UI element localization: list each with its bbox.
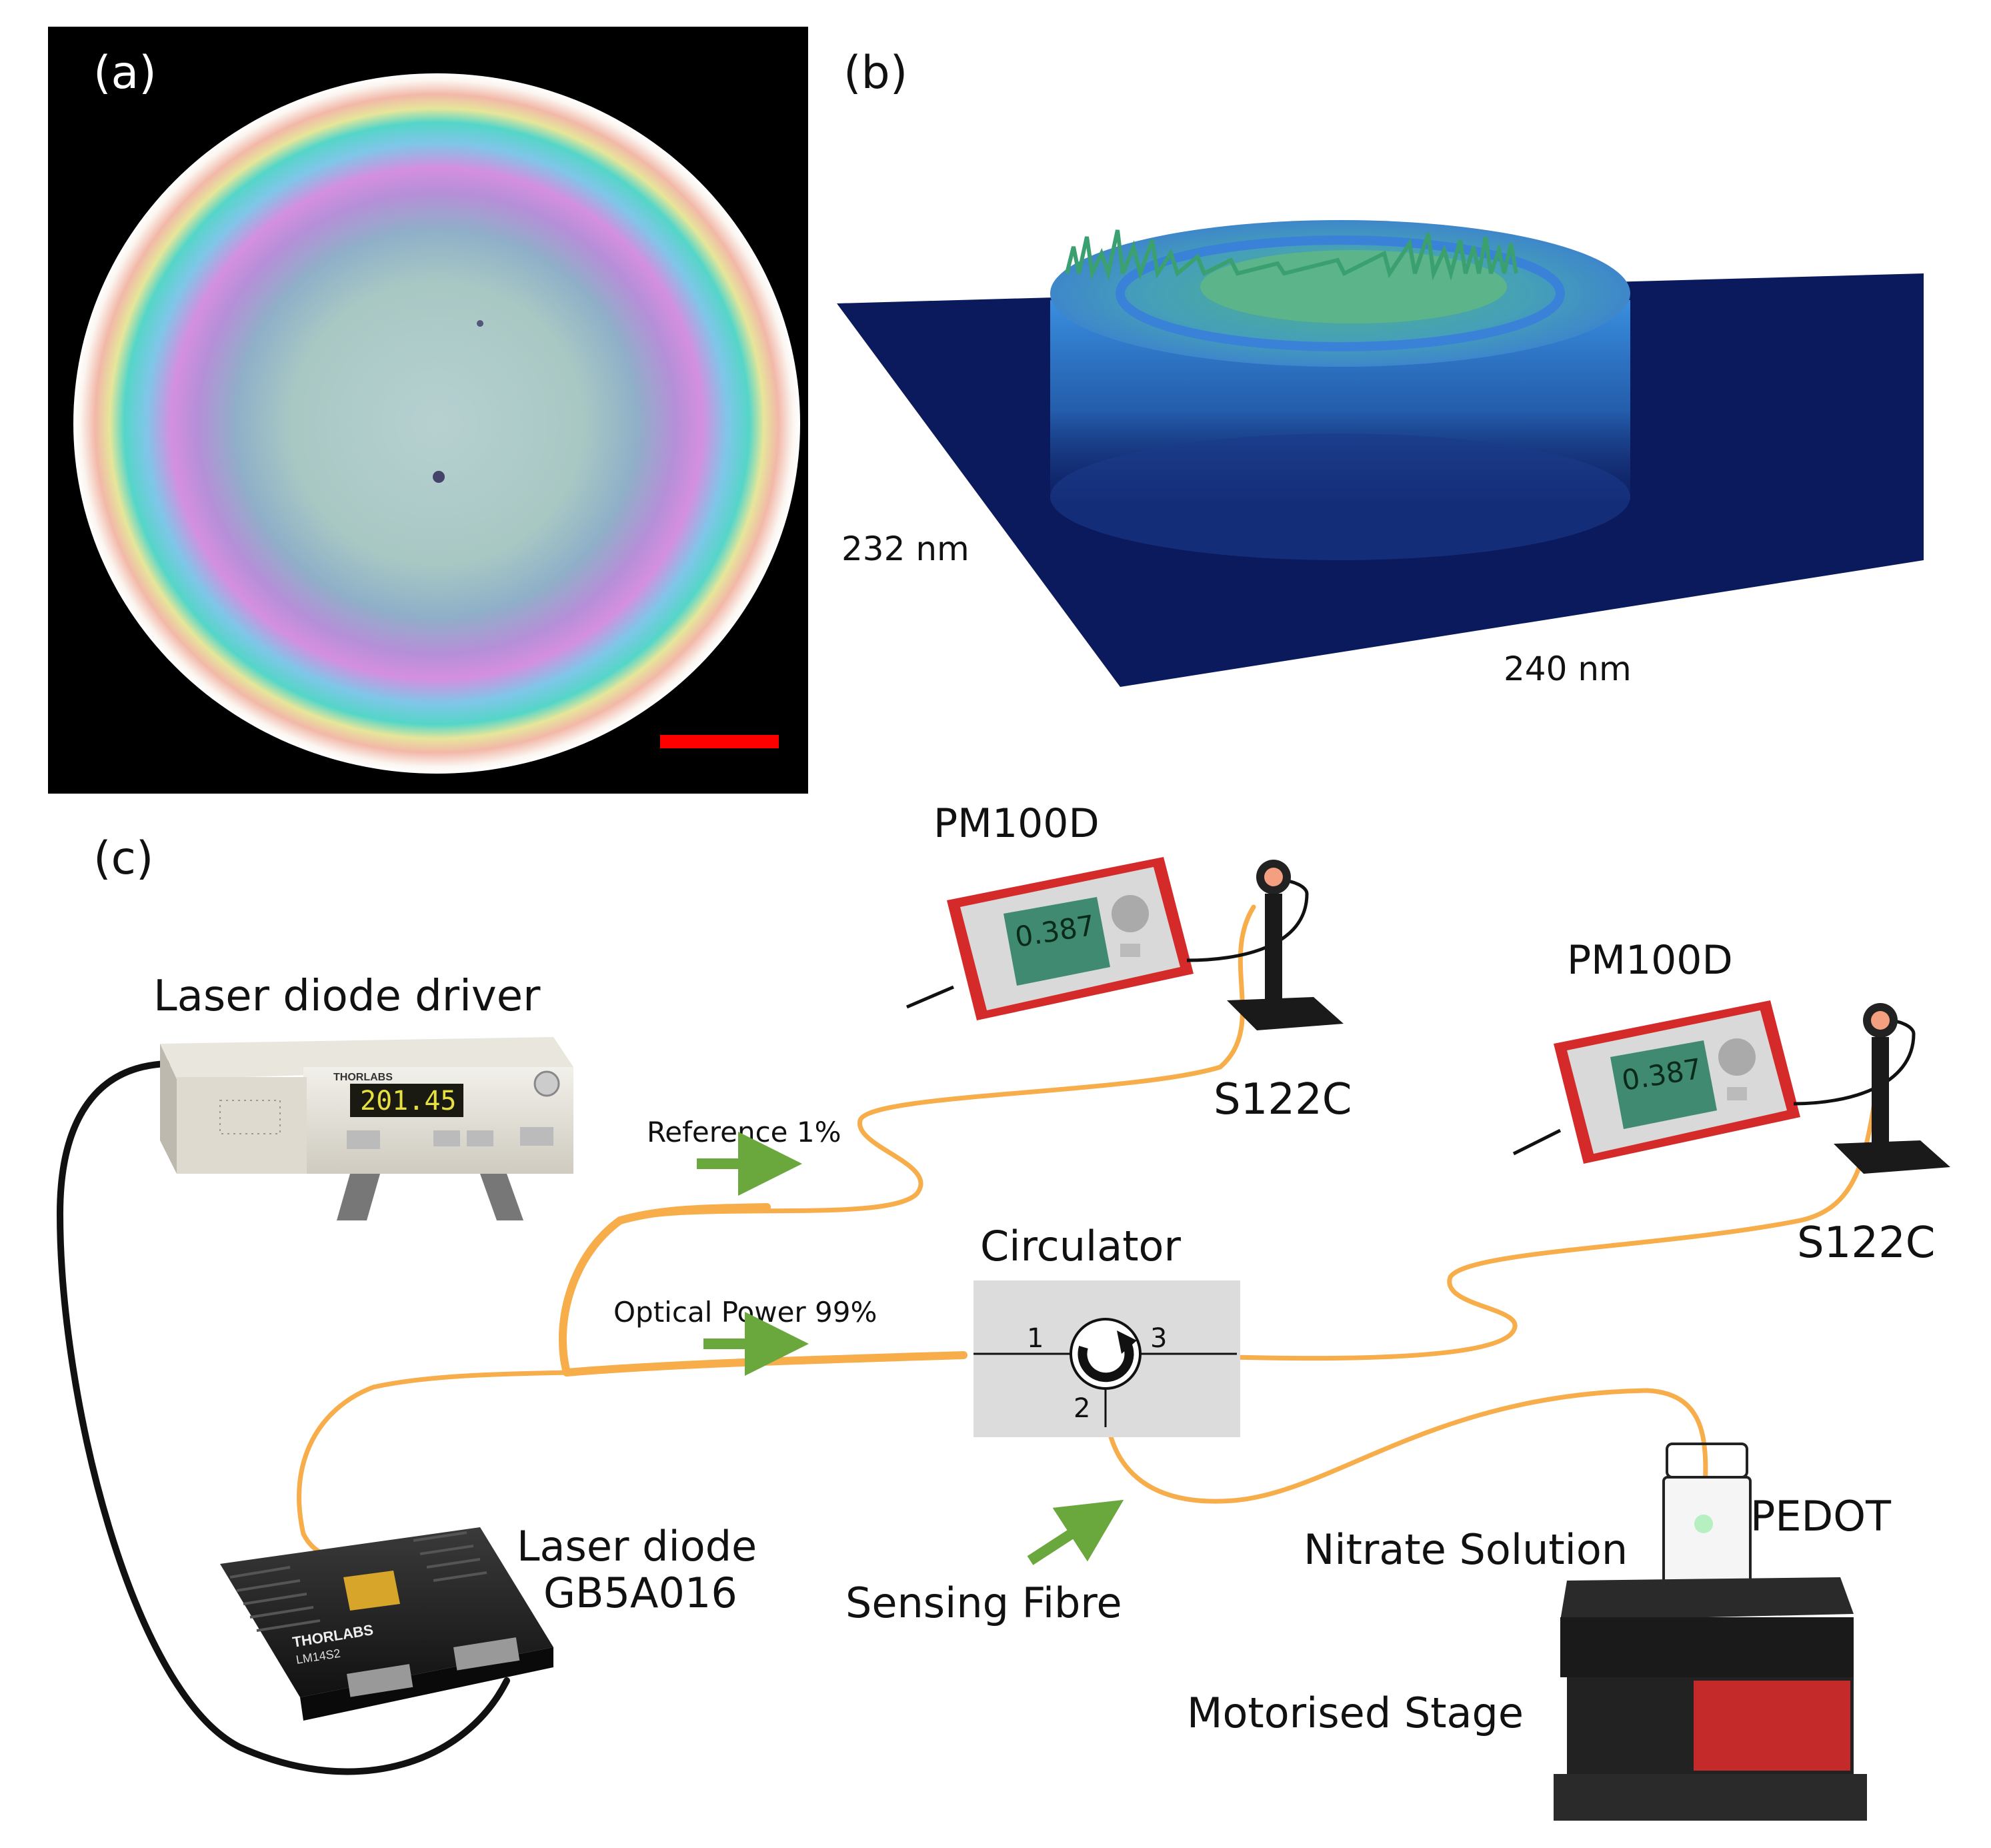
dimension-x-label: 240 nm xyxy=(1504,650,1632,688)
film-center xyxy=(1200,250,1507,323)
pm1-sensor-cable xyxy=(1186,878,1309,962)
film-inner-ring xyxy=(1116,235,1565,351)
panel-a-label: (a) xyxy=(93,47,157,99)
stage-base xyxy=(1554,1774,1867,1821)
driver-button xyxy=(467,1130,493,1146)
pm1-dial xyxy=(1112,895,1149,932)
driver-display-value: 201.45 xyxy=(360,1086,457,1116)
driver-foot-left xyxy=(337,1174,380,1220)
power-meter-1: PM100D 0.387 S122C xyxy=(906,800,1352,1124)
driver-front xyxy=(303,1067,573,1174)
pm1-cable xyxy=(906,985,954,1009)
pm1-sensor-post xyxy=(1265,894,1282,1000)
mount-connector xyxy=(346,1664,413,1697)
circulator-port3: 3 xyxy=(1150,1323,1167,1354)
sensing-fibre-arrow xyxy=(1027,1499,1124,1565)
pm2-cable xyxy=(1512,1128,1562,1156)
circulator: Circulator 1 2 3 xyxy=(973,1222,1240,1437)
driver-foot-right xyxy=(480,1174,523,1220)
driver-left-body xyxy=(177,1077,307,1174)
defect-dot xyxy=(477,320,483,327)
reference-label: Reference 1% xyxy=(647,1116,841,1148)
scale-bar xyxy=(660,735,779,748)
panel-b-label: (b) xyxy=(843,47,907,99)
laser-driver-title: Laser diode driver xyxy=(153,972,541,1021)
driver-display xyxy=(350,1084,463,1117)
pm1-sensor-aperture xyxy=(1264,868,1283,886)
circulator-arrow-icon xyxy=(1078,1341,1134,1382)
pedot-sensor-dot xyxy=(1694,1515,1713,1533)
pm2-dial xyxy=(1718,1038,1756,1076)
fibre-reference-thick xyxy=(559,1203,771,1376)
power-meter-2: PM100D 0.387 S122C xyxy=(1512,937,1950,1268)
optical-power-label: Optical Power 99% xyxy=(613,1296,877,1328)
pm1-sensor-base xyxy=(1227,997,1344,1030)
pm2-sensor-cable xyxy=(1793,1018,1916,1106)
laser-diode-package xyxy=(343,1571,400,1611)
pm2-sensor-label: S122C xyxy=(1797,1218,1935,1268)
fibre-main-thick xyxy=(563,1351,967,1376)
pm2-screen xyxy=(1610,1040,1717,1129)
mount-connector xyxy=(453,1637,520,1671)
laser-diode-title: Laser diode xyxy=(517,1522,757,1571)
circulator-port1: 1 xyxy=(1027,1323,1044,1354)
fibre-main xyxy=(297,1352,966,1537)
power-meter-1-title: PM100D xyxy=(933,800,1100,847)
pm2-sensor-aperture xyxy=(1871,1011,1890,1030)
panel-a: (a) xyxy=(48,27,808,794)
panel-c: (c) Laser diode driver 201.45 THORLABS xyxy=(56,800,1950,1821)
panel-c-label: (c) xyxy=(93,832,153,885)
film-fringe-pattern xyxy=(73,73,800,774)
defect-dot xyxy=(433,471,445,483)
stage-top xyxy=(1560,1577,1854,1621)
pm2-sensor-base xyxy=(1834,1140,1950,1174)
panel-b: (b) 232 nm 240 nm xyxy=(837,47,1924,688)
circulator-arrowhead-icon xyxy=(1117,1330,1137,1354)
fibre-port3 xyxy=(1231,1061,1883,1361)
heatsink-fins xyxy=(229,1531,487,1632)
pm1-button xyxy=(1120,944,1140,957)
driver-knob xyxy=(533,1070,560,1097)
circulator-title: Circulator xyxy=(980,1222,1181,1270)
pm1-sensor-label: S122C xyxy=(1214,1075,1352,1124)
laser-diode-driver: Laser diode driver 201.45 THORLABS xyxy=(153,972,573,1220)
pm2-sensor-post xyxy=(1872,1037,1889,1144)
stage-red-panel xyxy=(1694,1681,1850,1771)
pedot-label: PEDOT xyxy=(1750,1492,1892,1541)
laser-diode-model: GB5A016 xyxy=(543,1569,737,1617)
fibre-sensing xyxy=(1103,1388,1708,1517)
driver-side xyxy=(160,1044,177,1174)
driver-button xyxy=(347,1130,380,1149)
driver-button xyxy=(433,1130,460,1146)
mount-side xyxy=(300,1647,553,1721)
driver-button xyxy=(520,1127,553,1146)
circulator-port2: 2 xyxy=(1074,1393,1090,1424)
stage-upper-block xyxy=(1560,1617,1854,1677)
power-meter-2-title: PM100D xyxy=(1567,937,1733,984)
driver-vent xyxy=(219,1100,281,1134)
sensing-fibre-label: Sensing Fibre xyxy=(845,1579,1122,1627)
edge-spikes xyxy=(1065,229,1518,281)
driver-brand: THORLABS xyxy=(333,1072,393,1083)
pm1-screen xyxy=(1004,897,1110,986)
dimension-y-label: 232 nm xyxy=(841,530,969,568)
sample-stage: Nitrate Solution PEDOT Motorised Stage xyxy=(1187,1443,1892,1821)
nitrate-label: Nitrate Solution xyxy=(1304,1525,1628,1574)
laser-diode-mount: THORLABS LM14S2 Laser diode GB5A016 xyxy=(220,1522,757,1721)
film-cylinder-bottom xyxy=(1050,433,1630,560)
pm2-button xyxy=(1727,1087,1747,1100)
driver-cable xyxy=(56,1060,510,1775)
stage-label: Motorised Stage xyxy=(1187,1689,1524,1737)
